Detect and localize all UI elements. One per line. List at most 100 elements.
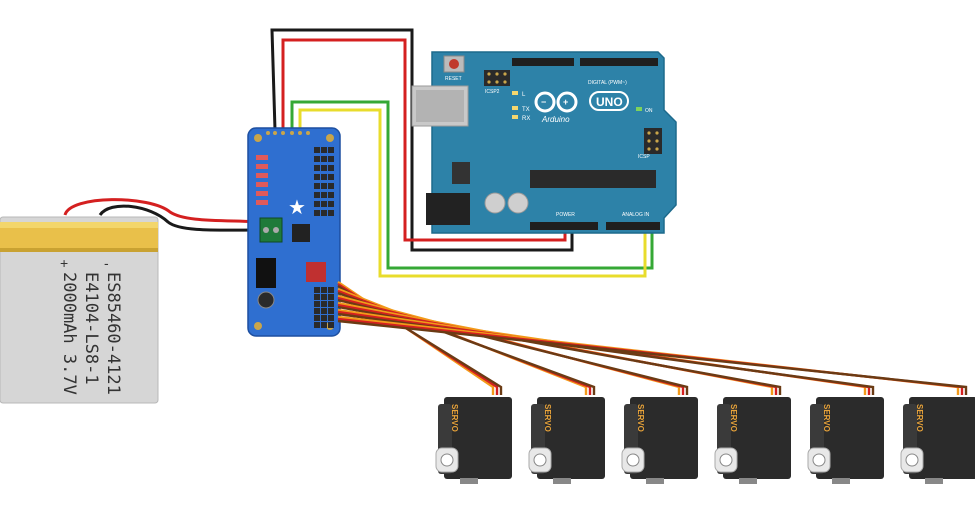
- servo-body: [630, 397, 698, 479]
- servo-base: [553, 478, 571, 484]
- servo-output-pin: [328, 315, 334, 321]
- servo-header-pin: [328, 201, 334, 207]
- address-jumpers: [256, 155, 268, 205]
- servo-base: [832, 478, 850, 484]
- servo-header-pin: [328, 210, 334, 216]
- driver-top-header: [266, 131, 310, 135]
- servo-output-pin: [328, 294, 334, 300]
- servo-base: [739, 478, 757, 484]
- servo-output-pin: [321, 301, 327, 307]
- digital-header: [512, 58, 658, 66]
- servo-header-pin: [328, 156, 334, 162]
- battery-band-highlight: [0, 222, 158, 228]
- icsp-label: ICSP: [638, 154, 650, 160]
- pca9685-chip: [292, 224, 310, 242]
- servo-output-pin: [314, 294, 320, 300]
- arduino-brand: Arduino: [541, 115, 570, 124]
- servo-output-pin: [321, 308, 327, 314]
- arduino-uno-board: RESET ICSP2 DIGITAL (PWM~) L TX RX − + A…: [411, 51, 677, 234]
- servo-4: SERVO: [714, 397, 791, 484]
- battery-wires: [63, 198, 263, 232]
- servo-header-pin: [328, 183, 334, 189]
- servo-body: [537, 397, 605, 479]
- servo-shaft: [440, 453, 454, 467]
- servo-2: SERVO: [528, 397, 605, 484]
- analog-header: [606, 222, 660, 230]
- icsp2-header: [484, 70, 510, 86]
- servo-header-pin: [321, 192, 327, 198]
- servo-body: [444, 397, 512, 479]
- servo-header-columns: [314, 147, 334, 328]
- driver-trimmer: [257, 291, 275, 309]
- servo-header-pin: [321, 210, 327, 216]
- battery-body: [0, 216, 159, 404]
- servo-shaft: [533, 453, 547, 467]
- battery-pos-label: +: [60, 255, 68, 271]
- wire-battery-red: [63, 198, 263, 224]
- servo-header-pin: [314, 192, 320, 198]
- capacitor-2: [507, 192, 529, 214]
- reset-button-cap[interactable]: [449, 59, 459, 69]
- servo-label: SERVO: [636, 404, 645, 432]
- icsp2-label: ICSP2: [485, 89, 500, 95]
- servo-header-pin: [321, 174, 327, 180]
- wire-green-scl: [290, 100, 654, 270]
- servo-6: SERVO: [900, 397, 975, 484]
- servo-header-pin: [328, 165, 334, 171]
- servo-motors: SERVO SERVO SERVO SERVO SERVO SERVO: [435, 397, 975, 484]
- servo-header-pin: [328, 174, 334, 180]
- pwm-driver-board: ★: [247, 127, 341, 337]
- atmega-chip: [530, 170, 656, 188]
- mount-hole-tr: [326, 134, 334, 142]
- servo-header-pin: [328, 147, 334, 153]
- servo-label: SERVO: [822, 404, 831, 432]
- servo-header-pin: [314, 174, 320, 180]
- mount-hole-bl: [254, 322, 262, 330]
- servo-header-pin: [321, 183, 327, 189]
- servo-output-pin: [314, 287, 320, 293]
- analog-header-label: ANALOG IN: [622, 212, 650, 218]
- power-header: [530, 222, 598, 230]
- led-l-label: L: [522, 92, 526, 98]
- servo-body: [723, 397, 791, 479]
- servo-header-pin: [314, 183, 320, 189]
- servo-body: [816, 397, 884, 479]
- power-header-label: POWER: [556, 212, 575, 218]
- servo-header-pin: [314, 201, 320, 207]
- servo-output-pin: [328, 308, 334, 314]
- svg-text:+: +: [563, 97, 568, 107]
- servo-base: [460, 478, 478, 484]
- terminal-screw-2: [273, 227, 279, 233]
- servo-output-pin: [314, 315, 320, 321]
- servo-header-pin: [328, 192, 334, 198]
- arduino-model: UNO: [596, 95, 623, 109]
- servo-shaft: [719, 453, 733, 467]
- usb-connector-inner: [416, 90, 464, 122]
- battery-neg-label: -: [104, 255, 109, 271]
- terminal-screw-1: [263, 227, 269, 233]
- servo-5: SERVO: [807, 397, 884, 484]
- servo-label: SERVO: [450, 404, 459, 432]
- servo-shaft: [626, 453, 640, 467]
- servo-header-pin: [321, 165, 327, 171]
- on-label: ON: [645, 108, 653, 114]
- star-icon: ★: [288, 195, 306, 219]
- servo-wire-6-2: [337, 319, 968, 395]
- voltage-regulator: [452, 162, 470, 184]
- led-tx-label: TX: [522, 107, 530, 113]
- power-terminal-block: [259, 217, 283, 243]
- battery-band-shadow: [0, 248, 158, 252]
- reset-label: RESET: [445, 76, 462, 82]
- servo-cables: [337, 281, 968, 395]
- servo-shaft: [905, 453, 919, 467]
- lipo-battery: - + ES85460-4121 E4104-LS8-1 2000mAh 3.7…: [0, 216, 159, 404]
- servo-header-pin: [314, 147, 320, 153]
- servo-base: [646, 478, 664, 484]
- uno-badge: [589, 91, 629, 111]
- servo-body: [909, 397, 975, 479]
- led-tx: [512, 106, 518, 110]
- wire-yellow-sda: [298, 108, 647, 278]
- servo-output-pin: [321, 322, 327, 328]
- servo-1: SERVO: [435, 397, 512, 484]
